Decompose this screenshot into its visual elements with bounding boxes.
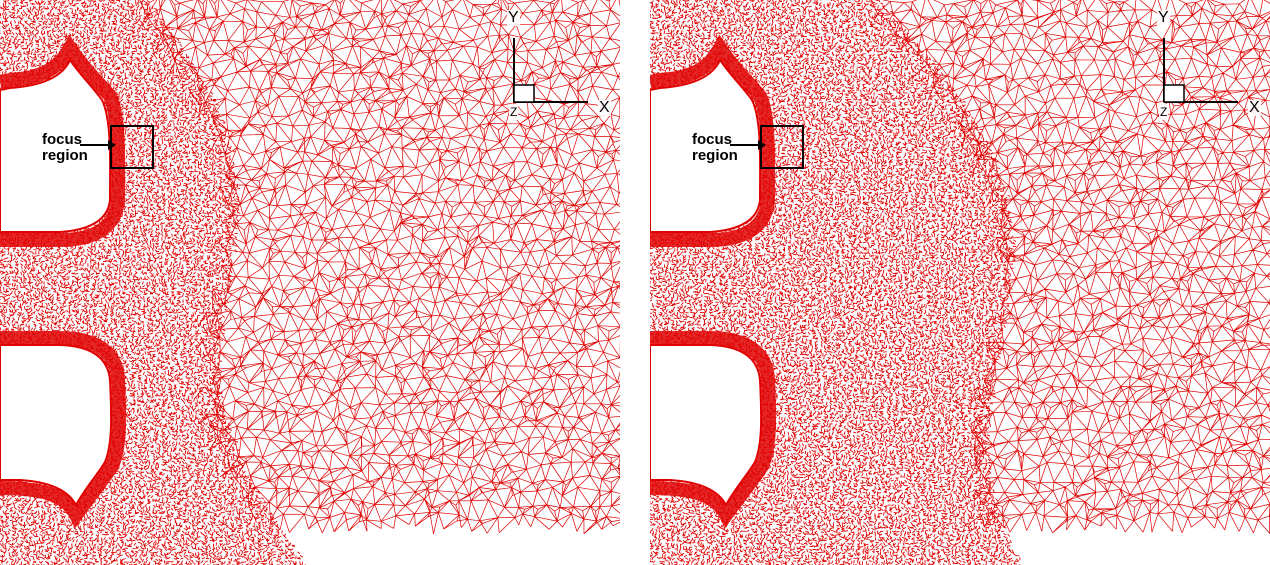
mesh-edges <box>138 0 620 535</box>
axis-x-label: X <box>598 99 611 116</box>
axis-z-label: Z <box>509 104 519 120</box>
dense-mesh-band <box>0 0 306 565</box>
mesh-canvas-left <box>0 0 620 565</box>
focus-label-line1: focus <box>42 131 83 148</box>
axis-y-label: Y <box>507 9 520 26</box>
cavity-lower <box>0 344 113 508</box>
axis-x-label: X <box>1248 99 1261 116</box>
wall-refinement-band <box>0 34 127 529</box>
mesh-panel-right: focus region Y X Z <box>650 0 1270 565</box>
mesh-panel-left: focus region Y X Z <box>0 0 620 565</box>
wall-refinement-band <box>650 34 777 529</box>
focus-arrow-icon <box>80 140 116 150</box>
axis-triad-icon <box>513 38 588 103</box>
focus-region-label: focus region <box>40 132 90 164</box>
focus-label-line1: focus <box>692 131 733 148</box>
mesh-edges <box>871 0 1270 534</box>
focus-label-line2: region <box>42 147 88 164</box>
triangle-mesh <box>138 0 620 535</box>
axis-triad-icon <box>1163 38 1238 103</box>
focus-arrow-icon <box>730 140 766 150</box>
focus-label-line2: region <box>692 147 738 164</box>
focus-region-label: focus region <box>690 132 740 164</box>
focus-region-box <box>110 125 154 169</box>
axis-y-label: Y <box>1157 9 1170 26</box>
focus-region-box <box>760 125 804 169</box>
axis-z-label: Z <box>1159 104 1169 120</box>
cavity-lower <box>650 344 763 508</box>
triangle-mesh <box>871 0 1270 534</box>
